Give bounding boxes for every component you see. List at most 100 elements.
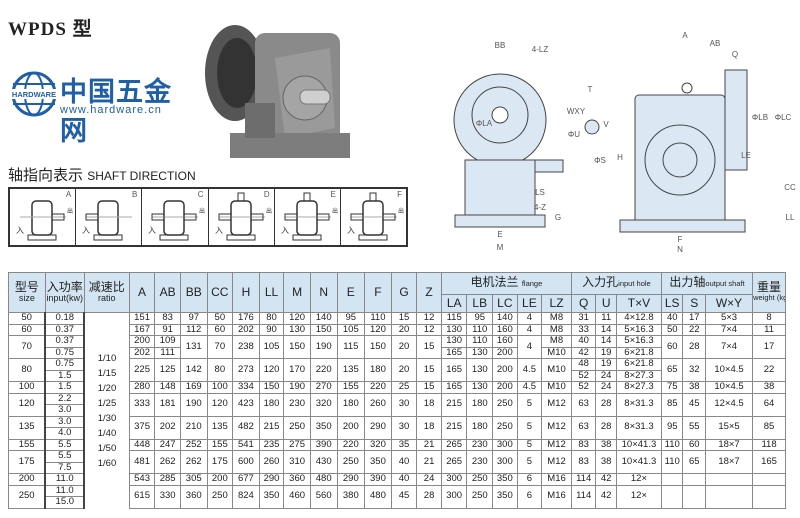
table-cell: 305 [179,473,208,486]
header-LL: LL [258,272,285,313]
table-cell: 14 [595,335,617,348]
table-cell: 28 [595,392,617,417]
input-power-cell: 7.5 [44,461,86,474]
table-cell: 5 [516,450,543,474]
table-cell: 21 [416,438,442,451]
table-cell: 130 [466,346,494,359]
table-cell: 200 [492,358,518,382]
table-cell: 151 [128,312,156,325]
table-cell: 91 [154,323,181,336]
table-cell: 210 [179,415,208,440]
input-power-cell: 5.5 [44,438,86,451]
table-cell: 10×4.5 [704,381,754,394]
header-H: H [232,272,260,313]
table-cell [682,473,706,486]
table-cell: 32 [682,358,706,382]
page-title: WPDS 型 [8,19,93,40]
table-cell: 11 [595,312,617,325]
table-cell: M12 [541,415,572,440]
table-cell: 110 [660,450,684,474]
dimension-label: ΦLB [752,113,768,122]
ratio-value: 1/20 [97,382,117,394]
table-cell: 17 [752,335,786,359]
table-cell: M10 [541,346,572,359]
table-cell: 238 [232,335,260,359]
dimension-label: 4-Z [534,203,546,212]
table-cell: 20 [390,323,418,336]
table-cell: 181 [154,392,181,417]
watermark-cn: 中国五金网 [60,77,172,146]
ratio-value: 1/10 [97,352,117,364]
table-cell: 360 [283,473,311,486]
table-cell: 448 [128,438,156,451]
table-cell: 31 [570,312,597,325]
size-cell: 175 [8,450,47,474]
table-cell: 175 [206,450,234,474]
table-cell: 250 [336,450,366,474]
table-cell: 105 [336,323,366,336]
table-cell: 170 [283,358,311,382]
table-cell: 35 [390,438,418,451]
ratio-value: 1/60 [97,457,117,469]
table-cell: 97 [179,312,208,325]
input-power-cell: 4.0 [44,427,86,440]
table-cell: 262 [179,450,208,474]
table-cell: 250 [206,484,234,509]
table-cell: 10×4.5 [704,358,754,382]
table-cell: 15 [390,312,418,325]
input-power-cell: 1.5 [44,381,86,394]
table-cell: 230 [466,438,494,451]
dimension-label: V [603,120,609,129]
table-cell: 273 [232,358,260,382]
table-cell: 375 [128,415,156,440]
table-cell: 110 [660,438,684,451]
header-input-en: input(kw) [46,292,84,303]
input-power-cell: 11.0 [44,484,86,497]
shaft-direction-icon: 入出 [347,192,404,241]
table-cell: 320 [364,438,392,451]
header-LB: LB [466,294,494,313]
table-cell: 8×27.3 [615,369,662,382]
table-cell: 180 [336,392,366,417]
header-ratio-en: ratio [97,292,116,303]
table-cell: 15 [416,358,442,382]
table-cell: 275 [283,438,311,451]
table-cell: 560 [309,484,338,509]
table-cell: M12 [541,450,572,474]
table-cell: 150 [283,335,311,359]
table-cell: 38 [595,438,617,451]
table-cell: 40 [390,450,418,474]
shaft-direction-title-cn: 轴指向表示 [8,167,84,184]
dimension-label: Q [732,50,738,59]
table-cell: 300 [492,450,518,474]
svg-text:入: 入 [16,226,24,235]
table-cell: 6×21.8 [615,346,662,359]
table-cell: 360 [179,484,208,509]
table-cell: 22 [682,323,706,336]
table-cell: 8 [752,312,786,325]
table-cell: 40 [570,335,597,348]
header-E: E [336,272,366,313]
table-cell: 350 [492,473,518,486]
table-cell: 135 [336,358,366,382]
table-cell: 280 [128,381,156,394]
table-cell: 250 [492,415,518,440]
header-M: M [283,272,311,313]
table-cell: 5×16.3 [615,335,662,348]
variant-label: B [132,190,138,199]
table-cell: 12 [416,312,442,325]
table-cell: 10×41.3 [615,438,662,451]
table-cell: 247 [154,438,181,451]
table-cell: 21 [416,450,442,474]
table-cell: 140 [492,312,518,325]
table-cell: 120 [206,392,234,417]
table-cell: 65 [682,450,706,474]
table-cell: 83 [154,312,181,325]
